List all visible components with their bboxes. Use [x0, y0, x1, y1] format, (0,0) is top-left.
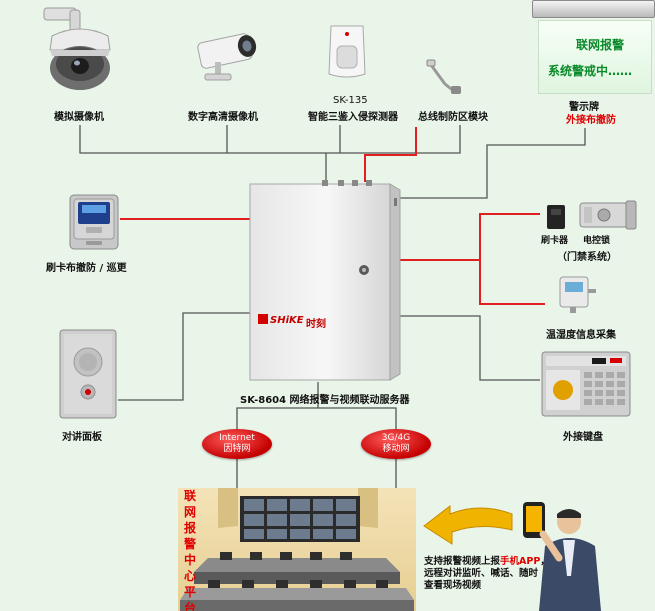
warning-sign-lamp [532, 0, 655, 18]
card-patrol-reader-icon [69, 194, 119, 250]
wire-top-bus [79, 125, 461, 154]
mobile-badge-bottom: 移动网 [382, 444, 410, 454]
internet-badge-bottom: 因特网 [223, 444, 251, 454]
bus-module-icon [426, 59, 461, 94]
hd-camera-label: 数字高清摄像机 [188, 112, 258, 123]
warning-sign-sublabel: 外接布撤防 [566, 115, 616, 126]
hd-camera-icon [197, 33, 257, 81]
mobile-user-icon [523, 502, 601, 611]
warning-sign-panel [538, 20, 652, 94]
mobile-note-prefix: 支持报警视频上报 [424, 556, 501, 567]
electric-lock-label: 电控锁 [583, 236, 611, 246]
internet-badge: Internet 因特网 [202, 429, 272, 459]
mobile-note-line3: 查看现场视频 [424, 580, 482, 591]
server-brand-cn: 时刻 [306, 319, 326, 330]
wire-network-join [236, 456, 397, 491]
pir-detector-icon [328, 25, 366, 78]
dome-camera-icon [43, 7, 111, 90]
wire-keypad [400, 315, 540, 381]
wire-warning-sign [400, 128, 586, 199]
intercom-label: 对讲面板 [62, 432, 102, 443]
wire-bus-module [364, 127, 417, 182]
temp-humidity-sensor-icon [559, 276, 596, 313]
warning-sign-line1: 联网报警 [576, 38, 625, 52]
internet-badge-top: Internet [219, 433, 255, 443]
control-center-room [178, 488, 416, 611]
warning-sign-label: 警示牌 [569, 102, 599, 113]
dome-camera-label: 模拟摄像机 [54, 112, 104, 123]
mobile-note-tail: ， [540, 556, 550, 567]
card-reader-icon [547, 205, 565, 229]
mobile-badge-top: 3G/4G [381, 433, 411, 443]
electric-lock-icon [579, 200, 637, 230]
wire-access-temp [479, 213, 545, 305]
mobile-note-highlight: 手机APP [500, 556, 541, 567]
intercom-panel-icon [59, 329, 117, 419]
keypad-icon [541, 351, 631, 417]
bus-module-label: 总线制防区模块 [418, 112, 488, 123]
mobile-network-badge: 3G/4G 移动网 [361, 429, 431, 459]
card-patrol-label: 刷卡布撤防 / 巡更 [46, 263, 127, 274]
mobile-note-line2: 远程对讲监听、喊话、随时 [424, 568, 539, 579]
access-system-label: （门禁系统） [557, 252, 617, 263]
warning-sign-device [532, 0, 655, 98]
mobile-app-note: 支持报警视频上报手机APP， 远程对讲监听、喊话、随时 查看现场视频 [424, 556, 550, 592]
alarm-server-cabinet [249, 180, 401, 381]
wire-intercom [118, 312, 250, 401]
platform-vertical-label: 联网报警中心平台 [183, 489, 196, 611]
wire-network-split [236, 407, 397, 430]
arrow-to-platform-icon [423, 504, 513, 545]
card-reader-label: 刷卡器 [541, 236, 569, 246]
server-brand: SHiKE [270, 315, 304, 326]
temp-humidity-label: 温湿度信息采集 [546, 330, 616, 341]
server-caption: SK-8604 网络报警与视频联动服务器 [240, 395, 410, 406]
pir-name-label: 智能三鉴入侵探测器 [308, 112, 398, 123]
warning-sign-line2: 系统警戒中…… [548, 64, 633, 78]
keypad-label: 外接键盘 [563, 432, 603, 443]
pir-model-label: SK-135 [333, 95, 368, 106]
